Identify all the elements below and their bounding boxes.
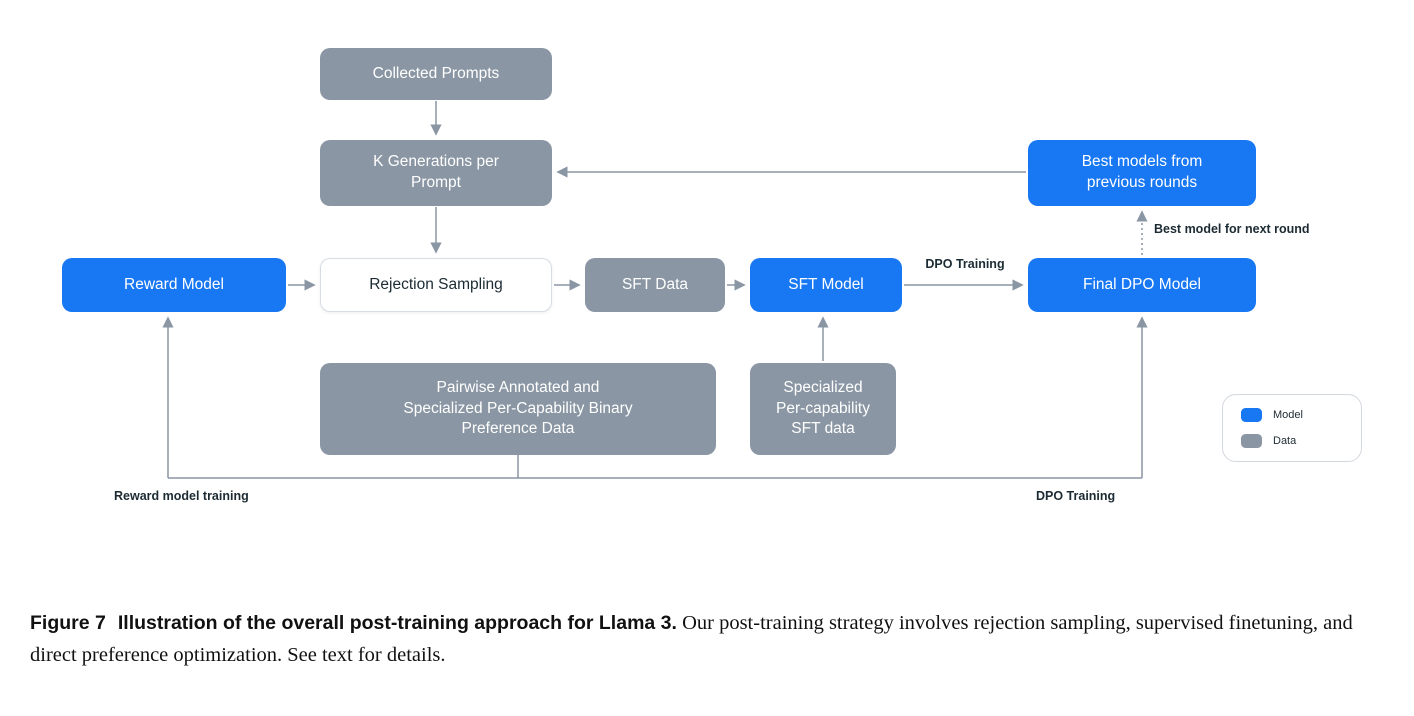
node-label-line: Specialized [783, 378, 863, 396]
node-best-models-from-previous-rounds: Best models from previous rounds [1028, 140, 1256, 206]
legend-row-data: Data [1241, 434, 1343, 448]
node-label-line: Best models from [1081, 153, 1203, 171]
data-color-swatch [1241, 434, 1262, 448]
edge-label-reward-model-training: Reward model training [114, 489, 249, 503]
node-label-line: Per-capability [776, 399, 870, 417]
node-label-line: Pairwise Annotated and [436, 378, 600, 396]
node-label: Specialized Per-capability SFT data [776, 378, 870, 441]
edge-label-dpo-training-top: DPO Training [925, 257, 1005, 271]
node-label: Best models from previous rounds [1082, 152, 1203, 194]
node-sft-data: SFT Data [585, 258, 725, 312]
node-specialized-sft-data: Specialized Per-capability SFT data [750, 363, 896, 455]
legend-label-model: Model [1273, 409, 1303, 421]
node-label: Final DPO Model [1082, 275, 1201, 293]
figure-caption-body: Our post-training strategy involves reje… [30, 612, 1353, 666]
node-label: Collected Prompts [372, 64, 500, 82]
node-label-line: K Generations per [373, 153, 499, 171]
model-color-swatch [1241, 408, 1262, 422]
node-label-line: previous rounds [1086, 174, 1198, 191]
legend: Model Data [1222, 394, 1362, 462]
node-label: SFT Model [788, 275, 864, 293]
edge-label-best-model-for-next-round: Best model for next round [1154, 222, 1310, 236]
node-label-line: Specialized Per-Capability Binary [403, 399, 633, 417]
figure-caption: Figure 7 Illustration of the overall post… [30, 608, 1388, 672]
node-pairwise-preference-data: Pairwise Annotated and Specialized Per-C… [320, 363, 716, 455]
node-collected-prompts: Collected Prompts [320, 48, 552, 100]
node-k-generations-per-prompt: K Generations per Prompt [320, 140, 552, 206]
node-label: Rejection Sampling [369, 275, 503, 293]
legend-label-data: Data [1273, 435, 1297, 447]
figure-title: Illustration of the overall post-trainin… [117, 612, 677, 634]
legend-row-model: Model [1241, 408, 1343, 422]
node-label-line: Prompt [411, 174, 461, 191]
edge-label-dpo-training-bottom: DPO Training [1036, 489, 1116, 503]
node-rejection-sampling: Rejection Sampling [320, 258, 552, 312]
node-label: Reward Model [124, 275, 224, 293]
figure-number-label: Figure 7 [30, 612, 106, 634]
node-final-dpo-model: Final DPO Model [1028, 258, 1256, 312]
node-label: K Generations per Prompt [373, 152, 499, 194]
node-reward-model: Reward Model [62, 258, 286, 312]
node-label: SFT Data [621, 275, 689, 293]
node-label-line: Preference Data [461, 420, 575, 438]
node-label-line: SFT data [791, 420, 855, 438]
node-sft-model: SFT Model [750, 258, 902, 312]
node-label: Pairwise Annotated and Specialized Per-C… [403, 378, 632, 441]
